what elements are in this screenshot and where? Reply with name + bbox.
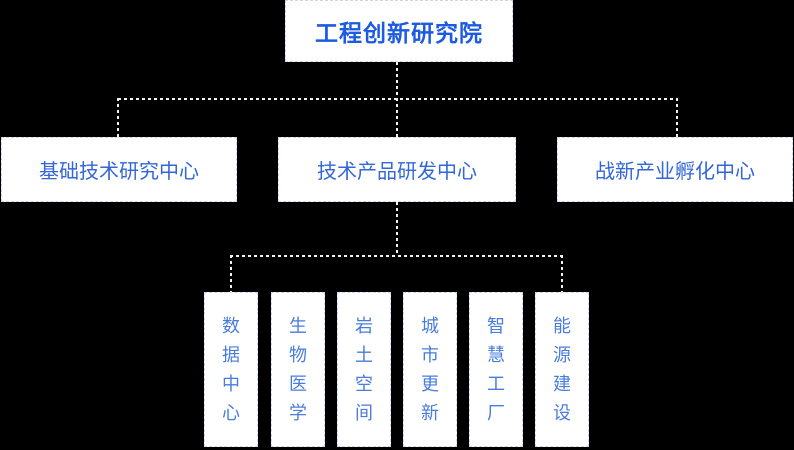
connector-level2-drop-left bbox=[117, 98, 119, 138]
geotechnical-space-node: 岩土空间 bbox=[337, 292, 391, 447]
smart-factory-label: 智慧工厂 bbox=[486, 315, 505, 423]
basic-tech-research-center-label: 基础技术研究中心 bbox=[39, 161, 199, 183]
tech-product-rd-center-label: 技术产品研发中心 bbox=[317, 161, 477, 183]
institute-root-label: 工程创新研究院 bbox=[315, 20, 483, 46]
energy-construction-label: 能源建设 bbox=[552, 315, 571, 423]
urban-renewal-node: 城市更新 bbox=[403, 292, 457, 447]
biomedicine-label: 生物医学 bbox=[288, 315, 307, 423]
energy-construction-node: 能源建设 bbox=[535, 292, 589, 447]
biomedicine-node: 生物医学 bbox=[271, 292, 325, 447]
connector-center-drop bbox=[396, 202, 398, 256]
connector-level3-drop-right bbox=[561, 255, 563, 293]
geotechnical-space-label: 岩土空间 bbox=[354, 315, 373, 423]
basic-tech-research-center-node: 基础技术研究中心 bbox=[1, 137, 237, 202]
connector-level3-drop-left bbox=[230, 255, 232, 293]
strategic-industry-incubation-center-label: 战新产业孵化中心 bbox=[595, 161, 755, 183]
connector-level2-drop-right bbox=[676, 98, 678, 138]
connector-root-drop bbox=[396, 62, 398, 138]
connector-level2-bus bbox=[118, 98, 678, 100]
connector-level3-bus bbox=[230, 255, 563, 257]
data-center-node: 数据中心 bbox=[204, 292, 258, 447]
smart-factory-node: 智慧工厂 bbox=[469, 292, 523, 447]
strategic-industry-incubation-center-node: 战新产业孵化中心 bbox=[557, 137, 793, 202]
tech-product-rd-center-node: 技术产品研发中心 bbox=[278, 137, 516, 202]
urban-renewal-label: 城市更新 bbox=[420, 315, 439, 423]
data-center-label: 数据中心 bbox=[221, 315, 240, 423]
institute-root-node: 工程创新研究院 bbox=[285, 0, 513, 62]
